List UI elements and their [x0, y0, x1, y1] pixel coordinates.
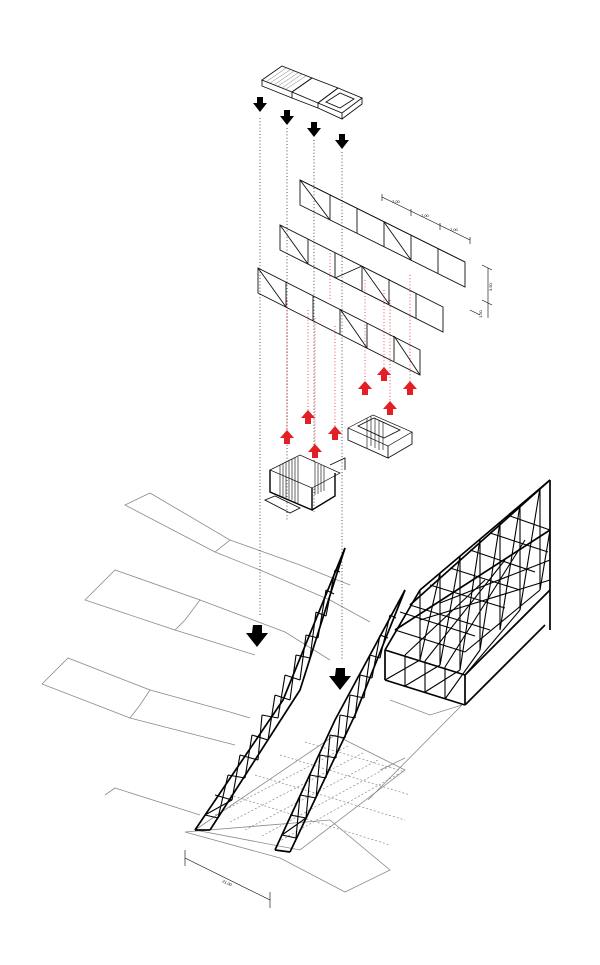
site-strip-3-edge — [149, 689, 251, 719]
ground-site-lines — [41, 492, 463, 893]
truss-beam-middle — [279, 224, 444, 333]
dim-label-top-3: 7.00 — [450, 227, 459, 232]
dim-label-side-height: 3.50 — [488, 282, 493, 291]
up-arrow-icon — [358, 381, 372, 395]
site-road-1 — [214, 551, 371, 623]
deck-dash-3 — [244, 759, 379, 831]
up-arrow-icon — [301, 410, 315, 424]
red-up-arrows — [280, 367, 417, 458]
dimension-side: 3.50 1.50 — [469, 264, 493, 318]
site-bottom-plaza — [184, 819, 391, 893]
site-east-edge-b — [367, 704, 463, 801]
dim-label-base-width: 21.00 — [222, 878, 234, 887]
bridge-truss-left — [194, 547, 346, 831]
site-strip-3 — [41, 657, 151, 719]
deck-dash-6 — [229, 794, 391, 846]
deck-dash-5 — [277, 772, 401, 843]
truss-beam-lower — [257, 267, 421, 376]
red-guide-lines — [286, 250, 411, 445]
deck-dash-8 — [279, 754, 411, 796]
site-strip-1 — [124, 492, 231, 553]
down-arrow-icon — [253, 97, 267, 112]
up-arrow-icon — [280, 430, 294, 444]
space-frame-structure — [384, 479, 551, 706]
up-arrow-icon — [383, 401, 397, 415]
site-strip-4 — [104, 787, 201, 816]
black-guide-lines — [259, 118, 343, 660]
deck-dash-4 — [261, 765, 391, 837]
up-arrow-icon — [377, 367, 391, 381]
down-arrow-icon — [329, 668, 351, 690]
deck-dash-2 — [229, 751, 366, 823]
deck-dash-1 — [214, 744, 351, 816]
pavilion-module-left — [263, 454, 346, 514]
dimension-base: 21.00 — [184, 850, 271, 908]
up-arrow-icon — [403, 381, 417, 395]
roof-panel-hatched — [261, 65, 313, 93]
site-east-edge — [389, 699, 463, 716]
dim-label-top-2: 7.00 — [421, 213, 430, 218]
down-arrow-icon — [335, 134, 349, 149]
down-arrow-icon — [280, 110, 294, 125]
truss-beam-upper — [299, 179, 466, 288]
dimension-top: 7.00 7.00 7.00 — [381, 194, 471, 244]
site-strip-2 — [84, 569, 201, 631]
up-arrow-icon — [308, 444, 322, 458]
site-strip-2-edge-b — [174, 629, 256, 656]
site-strip-2-edge — [199, 599, 331, 661]
bridge-truss-right — [274, 589, 406, 853]
dim-label-side-offset: 1.50 — [478, 309, 483, 318]
dim-label-top-1: 7.00 — [392, 199, 401, 204]
up-arrow-icon — [328, 426, 342, 440]
down-arrow-icon — [307, 122, 321, 137]
black-down-arrows — [246, 97, 351, 690]
site-strip-3-edge-b — [129, 717, 236, 746]
bridge-deck-outline — [193, 734, 406, 851]
top-roof-panels — [261, 65, 363, 120]
down-arrow-icon — [246, 625, 268, 647]
pavilion-module-right — [347, 414, 413, 459]
